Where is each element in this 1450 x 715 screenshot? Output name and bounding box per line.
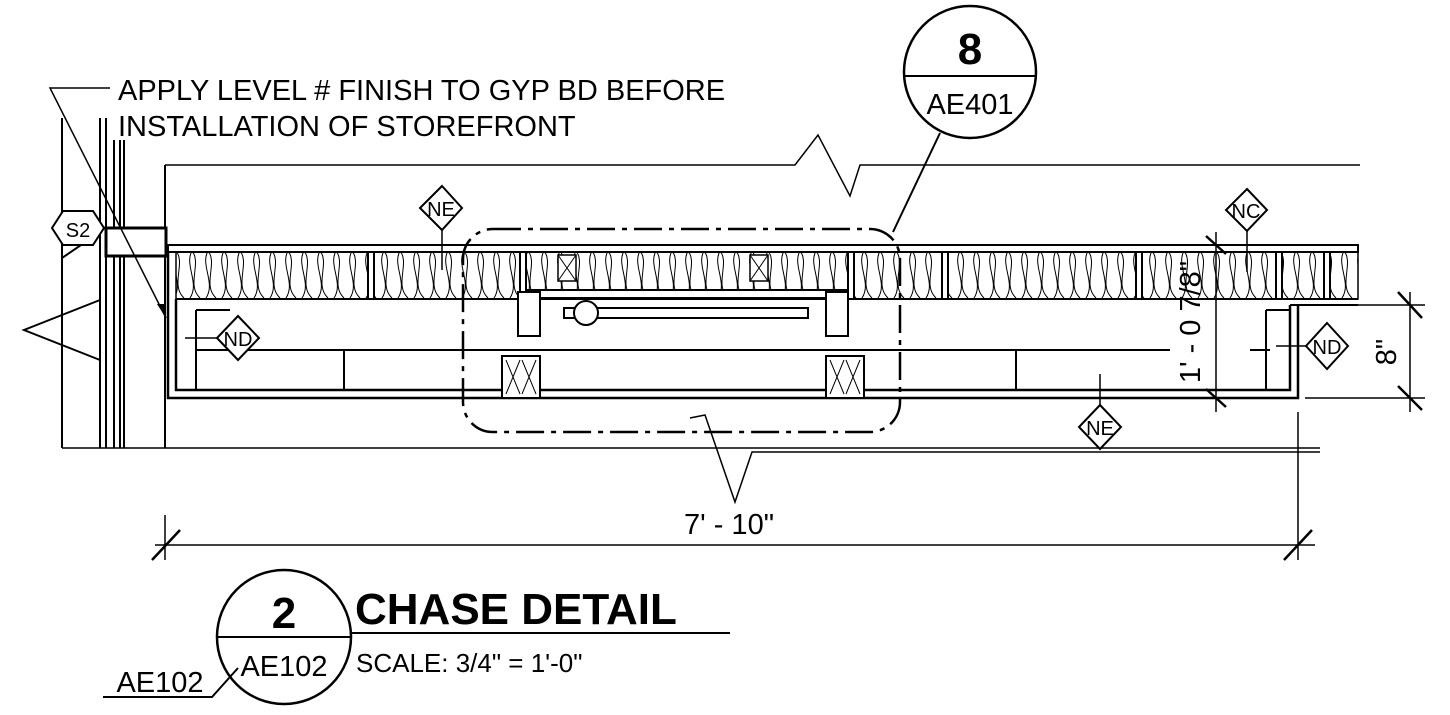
detail-callout-boundary (461, 227, 902, 434)
storefront-jamb (104, 226, 168, 258)
tag-nc-top[interactable]: NC (1224, 187, 1269, 272)
existing-wall-left (21, 118, 1320, 449)
overall-width-dimension (151, 412, 1315, 561)
upper-break-line (165, 133, 1360, 198)
title-ref-sheet: AE102 (116, 667, 203, 699)
tag-nd-left[interactable]: ND (185, 314, 261, 362)
tag-nd-right-label: ND (1313, 337, 1342, 359)
tag-nd-right[interactable]: ND (1276, 321, 1350, 371)
wall-assembly (166, 244, 1359, 400)
lower-break-line (689, 414, 1320, 505)
title-number: 2 (272, 589, 296, 638)
tag-ne-top[interactable]: NE (418, 184, 464, 270)
depth-dimension-label: 1' - 0 7/8" (1175, 261, 1207, 383)
note-line-1: APPLY LEVEL # FINISH TO GYP BD BEFORE (118, 75, 725, 107)
tag-nd-left-label: ND (224, 329, 253, 351)
scale-label: SCALE: 3/4" = 1'-0" (356, 648, 582, 678)
depth-dimension (1203, 232, 1230, 412)
detail-title: CHASE DETAIL (355, 585, 677, 634)
right-offset-dimension (1305, 291, 1425, 412)
tag-nc-top-label: NC (1232, 201, 1261, 223)
title-sheet-number: AE102 (240, 651, 327, 683)
tag-s2-label: S2 (66, 220, 90, 242)
title-block: 2 AE102 AE102 CHASE DETAIL SCALE: 3/4" =… (103, 568, 730, 706)
finish-note: APPLY LEVEL # FINISH TO GYP BD BEFORE IN… (48, 75, 725, 319)
callout-detail-number: 8 (958, 25, 982, 74)
tag-s2[interactable]: S2 (50, 210, 106, 246)
leader-arrowhead (157, 304, 166, 318)
tag-ne-bottom[interactable]: NE (1077, 374, 1123, 451)
overall-width-label: 7' - 10" (684, 509, 774, 541)
note-line-2: INSTALLATION OF STOREFRONT (118, 111, 576, 143)
right-offset-label: 8" (1371, 339, 1403, 365)
tag-ne-top-label: NE (427, 199, 455, 221)
tag-ne-bottom-label: NE (1086, 418, 1114, 440)
callout-sheet-number: AE401 (926, 89, 1013, 121)
detail-callout-bubble[interactable]: 8 AE401 (892, 4, 1038, 233)
